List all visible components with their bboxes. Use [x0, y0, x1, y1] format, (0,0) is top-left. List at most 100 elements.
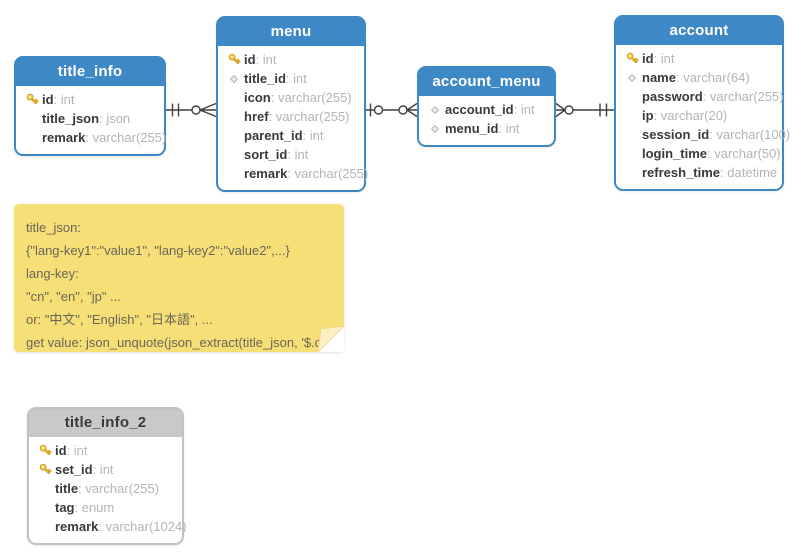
field-row-id[interactable]: id: int: [22, 90, 160, 109]
field-row-password[interactable]: password: varchar(255): [622, 87, 784, 106]
field-name: password: [642, 89, 703, 104]
field-name: menu_id: [445, 121, 499, 136]
field-name: ip: [642, 108, 654, 123]
diamond-icon: [425, 105, 445, 115]
field-row-id[interactable]: id: int: [35, 441, 178, 460]
key-icon: [35, 443, 55, 458]
field-type: : int: [653, 51, 675, 66]
field-type: : int: [302, 128, 324, 143]
field-name: remark: [244, 166, 288, 181]
note-line: get value: json_unquote(json_extract(tit…: [26, 335, 334, 350]
connector-account_menu-account[interactable]: [555, 102, 614, 118]
field-type: : datetime: [720, 165, 778, 180]
field-name: set_id: [55, 462, 93, 477]
field-name: href: [244, 109, 269, 124]
field-row-remark[interactable]: remark: varchar(255): [22, 128, 166, 147]
field-row-sort_id[interactable]: sort_id: int: [224, 145, 360, 164]
connector-menu-account_menu[interactable]: [366, 102, 418, 118]
field-row-refresh_time[interactable]: refresh_time: datetime: [622, 163, 778, 182]
field-type: : varchar(100): [709, 127, 791, 142]
field-type: : int: [513, 102, 535, 117]
field-type: : varchar(255): [270, 90, 352, 105]
table-title[interactable]: account_menu: [419, 68, 554, 96]
field-row-tag[interactable]: tag: enum: [35, 498, 178, 517]
table-title[interactable]: account: [616, 17, 782, 45]
connector-title_info-menu[interactable]: [166, 102, 217, 118]
field-type: : int: [92, 462, 114, 477]
field-type: : int: [66, 443, 88, 458]
field-row-session_id[interactable]: session_id: varchar(100): [622, 125, 790, 144]
field-type: : varchar(255): [702, 89, 784, 104]
field-name: id: [642, 51, 654, 66]
field-type: : varchar(255): [268, 109, 350, 124]
key-icon: [35, 462, 55, 477]
field-row-login_time[interactable]: login_time: varchar(50): [622, 144, 781, 163]
sticky-note-text: title_json: {"lang-key1":"value1", "lang-…: [26, 216, 334, 354]
field-type: : varchar(50): [707, 146, 781, 161]
field-type: : int: [53, 92, 75, 107]
key-icon: [39, 463, 52, 475]
table-title[interactable]: title_info: [16, 58, 164, 86]
field-row-title_json[interactable]: title_json: json: [22, 109, 160, 128]
field-row-account_id[interactable]: account_id: int: [425, 100, 550, 119]
note-line: lang-key:: [26, 266, 79, 281]
field-row-parent_id[interactable]: parent_id: int: [224, 126, 360, 145]
key-icon: [622, 51, 642, 66]
table-title[interactable]: title_info_2: [29, 409, 182, 437]
field-name: id: [244, 52, 256, 67]
field-name: parent_id: [244, 128, 303, 143]
sticky-note[interactable]: title_json: {"lang-key1":"value1", "lang-…: [14, 204, 344, 352]
key-icon: [228, 53, 241, 65]
field-name: title_id: [244, 71, 286, 86]
note-line: title_json:: [26, 220, 81, 235]
field-name: sort_id: [244, 147, 288, 162]
field-name: icon: [244, 90, 271, 105]
field-name: account_id: [445, 102, 514, 117]
field-row-title_id[interactable]: title_id: int: [224, 69, 360, 88]
key-icon: [26, 93, 39, 105]
diamond-icon: [622, 73, 642, 83]
field-row-ip[interactable]: ip: varchar(20): [622, 106, 778, 125]
diamond-icon: [430, 124, 440, 133]
field-type: : enum: [74, 500, 115, 515]
field-row-id[interactable]: id: int: [224, 50, 360, 69]
field-name: remark: [55, 519, 99, 534]
diamond-icon: [425, 124, 445, 134]
field-row-set_id[interactable]: set_id: int: [35, 460, 178, 479]
field-name: id: [55, 443, 67, 458]
diamond-icon: [229, 74, 239, 83]
field-type: : int: [285, 71, 307, 86]
field-row-title[interactable]: title: varchar(255): [35, 479, 178, 498]
key-icon: [22, 92, 42, 107]
field-row-menu_id[interactable]: menu_id: int: [425, 119, 550, 138]
field-name: refresh_time: [642, 165, 721, 180]
field-row-id[interactable]: id: int: [622, 49, 778, 68]
note-line: or: "中文", "English", "日本語", ...: [26, 312, 213, 327]
field-name: tag: [55, 500, 75, 515]
field-row-remark[interactable]: remark: varchar(1024): [35, 517, 187, 536]
field-row-remark[interactable]: remark: varchar(255): [224, 164, 368, 183]
note-folded-corner-icon: [318, 326, 344, 352]
field-type: : int: [287, 147, 309, 162]
field-name: title_json: [42, 111, 100, 126]
field-row-href[interactable]: href: varchar(255): [224, 107, 360, 126]
key-icon: [626, 52, 639, 64]
field-name: remark: [42, 130, 86, 145]
field-type: : varchar(20): [653, 108, 728, 123]
table-title[interactable]: menu: [218, 18, 364, 46]
note-line: {"lang-key1":"value1", "lang-key2":"valu…: [26, 243, 290, 258]
field-row-name[interactable]: name: varchar(64): [622, 68, 778, 87]
field-type: : int: [255, 52, 277, 67]
field-row-icon[interactable]: icon: varchar(255): [224, 88, 360, 107]
diamond-icon: [430, 105, 440, 114]
